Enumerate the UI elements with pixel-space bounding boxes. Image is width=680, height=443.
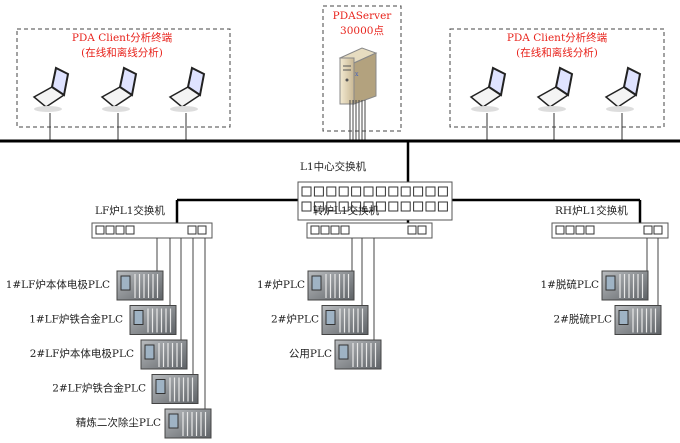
laptop-icon [469,66,507,141]
client-group-title: PDA Client分析终端 [507,31,608,44]
switch-port [301,201,312,212]
plc-label: 1#LF炉本体电极PLC [6,278,110,291]
plc-label: 1#脱硫PLC [540,278,599,291]
client-group-subtitle: (在线和离线分析) [81,46,163,59]
plc-device: 1#LF炉本体电极PLC [6,270,164,301]
server-icon: x [338,47,378,105]
switch-port [326,186,337,197]
switch-port [653,225,663,235]
switch-port [313,186,324,197]
switch-port [425,201,436,212]
laptop-icon [168,66,206,141]
switch-port [187,225,197,235]
plc-device: 2#LF炉铁合金PLC [52,374,199,404]
laptop-icon [32,66,70,141]
switch-port [575,225,585,235]
plc-label: 2#炉PLC [271,314,319,326]
switch-port [643,225,653,235]
plc-device: 2#脱硫PLC [553,305,662,335]
switch-port [105,225,115,235]
switch-port [363,201,374,212]
client-group-title: PDA Client分析终端 [72,31,173,44]
plc-device: 公用PLC [289,339,382,370]
laptop-icon [536,66,574,141]
plc-device: 1#炉PLC [257,270,355,301]
plc-label: 1#LF炉铁合金PLC [29,313,123,326]
plc-device: 1#LF炉铁合金PLC [29,305,177,335]
switch-port [555,225,565,235]
plc-label: 2#脱硫PLC [553,313,612,326]
switch-port [351,186,362,197]
switch-port [400,186,411,197]
switch-port [320,225,330,235]
laptop-icon [100,66,138,141]
switch-label: LF炉L1交换机 [95,204,165,217]
svg-text:x: x [355,71,359,78]
switch-port [388,186,399,197]
switch-port [400,201,411,212]
switch-port [313,201,324,212]
plc-device: 2#炉PLC [271,305,369,335]
switch-port [115,225,125,235]
plc-device: 精炼二次除尘PLC [76,408,212,439]
server-title: PDAServer [333,10,393,22]
switch-port [338,201,349,212]
switch-port [425,186,436,197]
switch-port [565,225,575,235]
plc-label: 精炼二次除尘PLC [76,416,161,429]
plc-label: 2#LF炉铁合金PLC [52,382,146,395]
switch-port [388,201,399,212]
switch-port [413,201,424,212]
core-switch [175,181,642,223]
switch-port [437,186,448,197]
switch-label: 转炉L1交换机 [313,204,380,217]
plc-device: 2#LF炉本体电极PLC [30,339,188,370]
switch-port [417,225,427,235]
switch-port [375,201,386,212]
core-switch-label: L1中心交换机 [300,160,367,173]
plc-label: 公用PLC [289,348,332,360]
client-group-subtitle: (在线和离线分析) [516,46,598,59]
switch-2: RH炉L1交换机 1#脱硫PLC 2#脱硫PLC [540,204,669,335]
client-group-right: PDA Client分析终端 (在线和离线分析) [449,28,665,128]
switch-port [338,186,349,197]
switch-port [95,225,105,235]
switch-0: LF炉L1交换机 1#LF炉本体电极PLC 1#LF炉铁合金PLC 2#LF炉本体电极… [6,204,213,439]
switch-port [326,201,337,212]
plc-label: 2#LF炉本体电极PLC [30,347,134,360]
switch-port [351,201,362,212]
server-points: 30000点 [340,25,384,37]
switch-port [437,201,448,212]
switch-port [340,225,350,235]
pda-server: PDAServer 30000点 x [322,5,402,141]
laptop-icon [604,66,642,141]
plc-device: 1#脱硫PLC [540,270,649,301]
plc-label: 1#炉PLC [257,279,305,291]
switch-port [413,186,424,197]
client-group-left: PDA Client分析终端 (在线和离线分析) [16,28,231,128]
switch-port [585,225,595,235]
switch-port [330,225,340,235]
switch-1: 转炉L1交换机 1#炉PLC 2#炉PLC 公用PLC [257,204,433,370]
switch-port [375,186,386,197]
switch-port [197,225,207,235]
switch-port [407,225,417,235]
switch-label: RH炉L1交换机 [555,204,628,217]
switch-port [363,186,374,197]
switch-port [310,225,320,235]
switch-port [125,225,135,235]
switch-port [301,186,312,197]
